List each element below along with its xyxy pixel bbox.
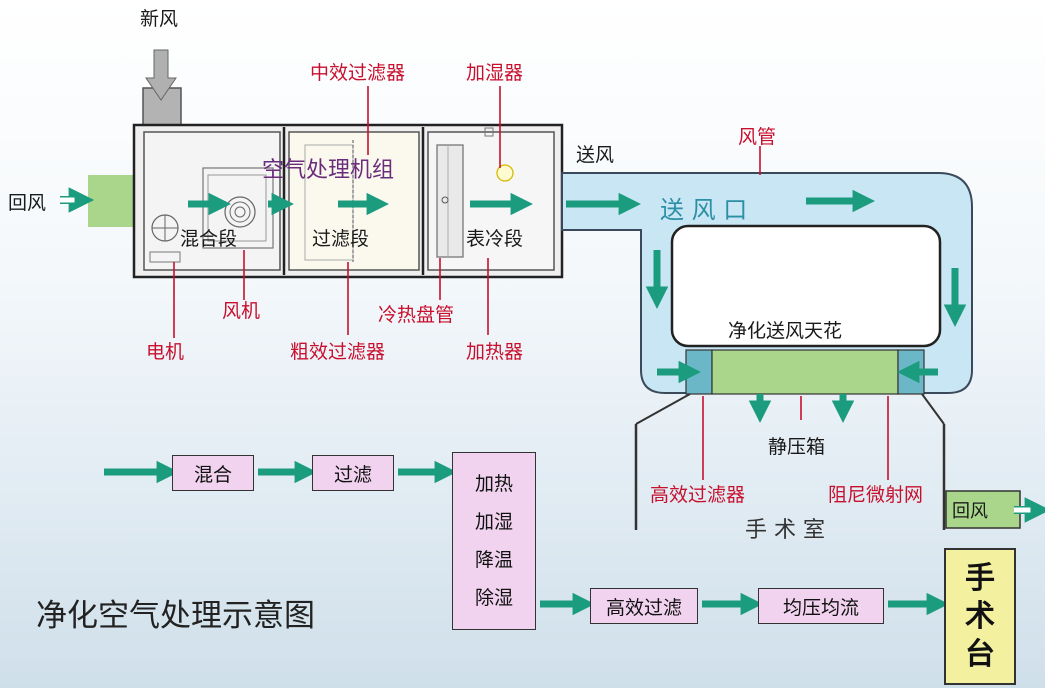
label-duct: 风管 <box>738 126 777 148</box>
flow-step-hepa: 高效过滤 <box>590 588 698 624</box>
label-leader-lines <box>173 86 889 480</box>
supply-outlet-label: 送 风 口 <box>660 196 748 224</box>
return-air-out-box <box>945 490 1021 529</box>
label-fan: 风机 <box>222 300 261 322</box>
ceiling-label: 净化送风天花 <box>728 320 843 342</box>
static-box-label: 静压箱 <box>768 436 826 458</box>
supply-air-label: 送风 <box>576 144 615 166</box>
return-air-duct-stub <box>88 175 138 227</box>
label-coarse-filter: 粗效过滤器 <box>290 341 386 363</box>
section-mixing: 混合段 <box>180 228 238 250</box>
section-cooling: 表冷段 <box>466 228 524 250</box>
ahu-title: 空气处理机组 <box>262 158 395 183</box>
label-hepa-filter: 高效过滤器 <box>650 484 746 506</box>
operating-room-label: 手 术 室 <box>745 518 825 543</box>
label-medium-filter: 中效过滤器 <box>310 62 406 84</box>
fresh-air-arrow <box>145 49 177 101</box>
flow-step-treatment: 加热 加湿 降温 除湿 <box>452 452 536 630</box>
section-filter: 过滤段 <box>312 228 370 250</box>
label-heater: 加热器 <box>466 341 524 363</box>
label-humidifier: 加湿器 <box>466 62 524 84</box>
diagram-title: 净化空气处理示意图 <box>36 598 315 634</box>
operating-room-walls <box>634 393 946 530</box>
return-air-out-label: 回风 <box>952 501 988 522</box>
airflow-arrows <box>60 187 1045 616</box>
label-damping-mesh: 阻尼微射网 <box>828 484 924 506</box>
flow-step-filter: 过滤 <box>312 455 394 491</box>
flow-step-mixing: 混合 <box>172 455 254 491</box>
return-air-in-label: 回风 <box>8 192 47 214</box>
fresh-air-label: 新风 <box>140 8 179 30</box>
air-duct <box>561 172 973 395</box>
label-cooling-coil: 冷热盘管 <box>378 304 455 326</box>
label-motor: 电机 <box>146 341 185 363</box>
operating-table: 手 术 台 <box>944 548 1016 685</box>
flow-step-equalize: 均压均流 <box>758 588 884 624</box>
